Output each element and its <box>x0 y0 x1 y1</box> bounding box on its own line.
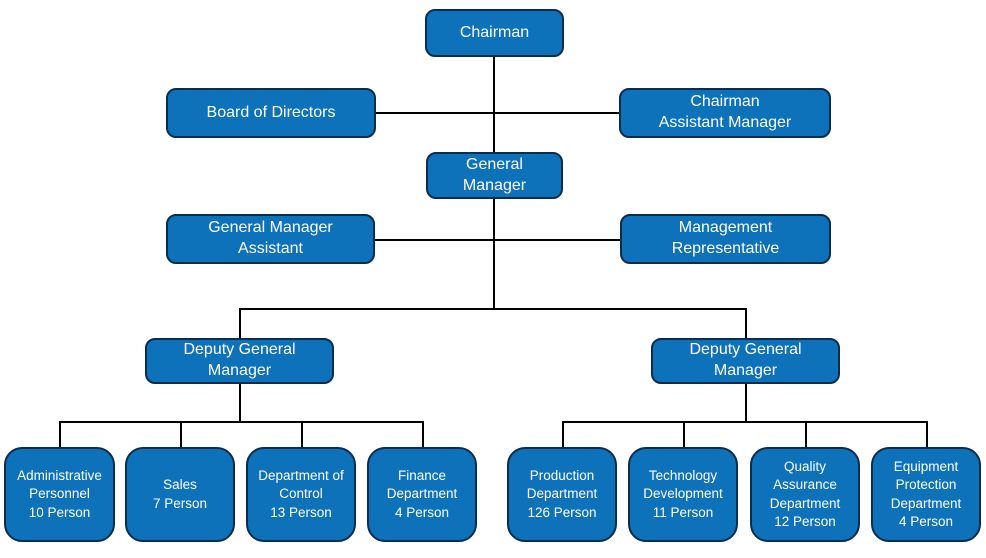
connector-drop-technology <box>683 421 685 447</box>
node-chairman-assistant-manager: Chairman Assistant Manager <box>619 88 831 138</box>
connector-drop-sales <box>180 421 182 447</box>
connector-gmassist-to-mgmtrep <box>375 239 620 241</box>
node-deputy-general-manager-left: Deputy General Manager <box>145 338 334 384</box>
connector-deputy-right-down <box>745 384 747 421</box>
connector-drop-administrative <box>59 421 61 447</box>
connector-drop-deputy-left <box>239 308 241 338</box>
connector-gm-to-split <box>493 198 495 309</box>
node-general-manager: General Manager <box>426 152 563 199</box>
node-chairman: Chairman <box>425 9 564 57</box>
connector-right-rail <box>562 421 926 423</box>
node-technology-development: Technology Development 11 Person <box>628 447 738 542</box>
connector-deputy-left-down <box>239 384 241 421</box>
node-quality-assurance-department: Quality Assurance Department 12 Person <box>750 447 860 542</box>
connector-chairman-to-gm <box>493 57 495 152</box>
connector-drop-control <box>301 421 303 447</box>
connector-drop-deputy-right <box>745 308 747 338</box>
connector-drop-equipment <box>926 421 928 447</box>
node-equipment-protection-department: Equipment Protection Department 4 Person <box>871 447 981 542</box>
connector-drop-quality <box>805 421 807 447</box>
connector-board-to-assistant <box>376 112 619 114</box>
node-production-department: Production Department 126 Person <box>507 447 617 542</box>
node-administrative-personnel: Administrative Personnel 10 Person <box>4 447 115 542</box>
node-general-manager-assistant: General Manager Assistant <box>166 214 375 264</box>
node-sales: Sales 7 Person <box>125 447 235 542</box>
node-department-of-control: Department of Control 13 Person <box>246 447 356 542</box>
node-finance-department: Finance Department 4 Person <box>367 447 477 542</box>
node-management-representative: Management Representative <box>620 214 831 264</box>
node-deputy-general-manager-right: Deputy General Manager <box>651 338 840 384</box>
connector-drop-production <box>562 421 564 447</box>
connector-drop-finance <box>422 421 424 447</box>
connector-deputy-rail <box>239 308 746 310</box>
node-board-of-directors: Board of Directors <box>166 88 376 138</box>
connector-left-rail <box>59 421 423 423</box>
